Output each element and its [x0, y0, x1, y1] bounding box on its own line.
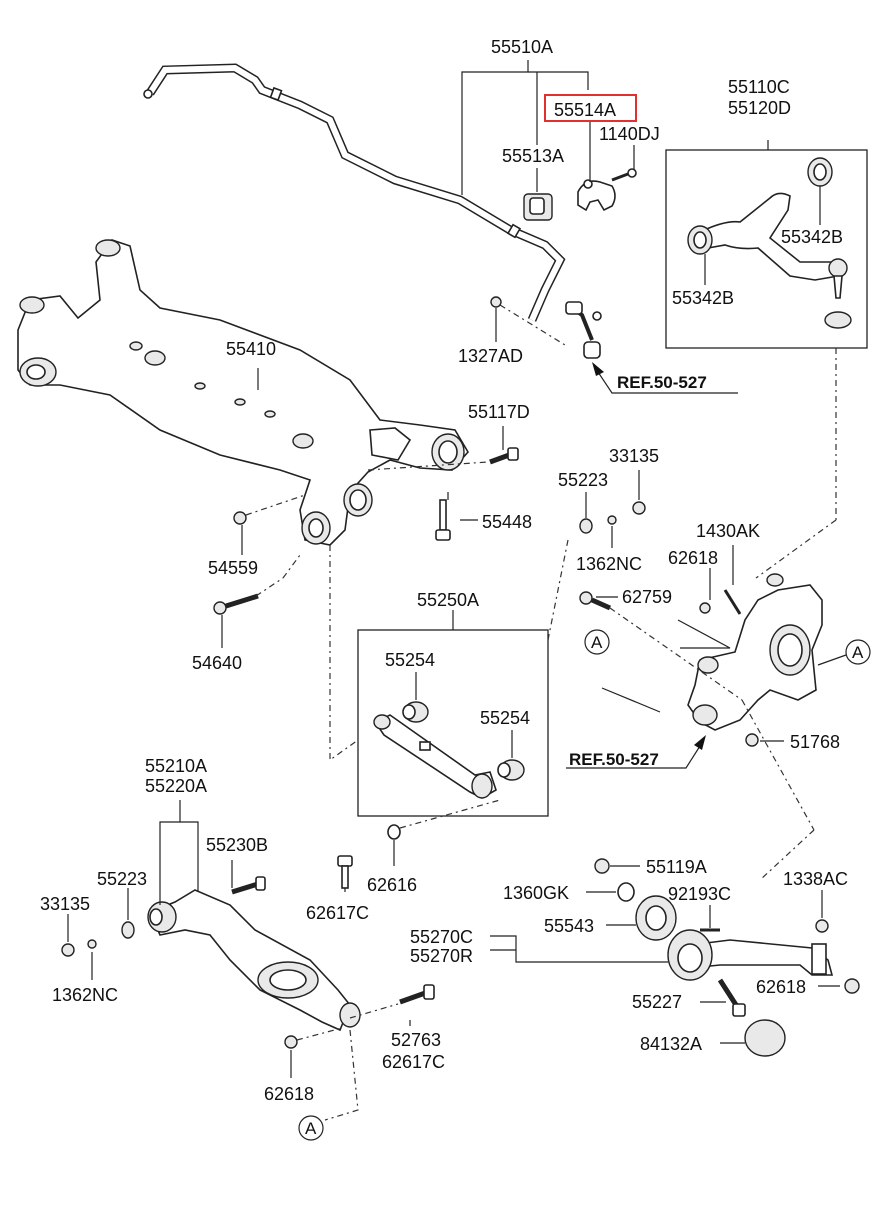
label-55448[interactable]: 55448 — [482, 512, 532, 532]
label-62618-trailing[interactable]: 62618 — [756, 977, 806, 997]
crossmember-subframe[interactable] — [17, 239, 469, 546]
leader-lines — [67, 60, 840, 1078]
bolt-62617c-upper[interactable] — [337, 855, 353, 889]
upper-control-arm[interactable] — [687, 157, 852, 329]
label-1362nc-upper[interactable]: 1362NC — [576, 554, 642, 574]
nut-62618-knuckle[interactable] — [699, 602, 711, 614]
label-62759[interactable]: 62759 — [622, 587, 672, 607]
label-55223-lower[interactable]: 55223 — [97, 869, 147, 889]
bolt-62759[interactable] — [579, 591, 612, 611]
washer-55223-lower[interactable] — [121, 921, 135, 939]
label-1430ak[interactable]: 1430AK — [696, 521, 760, 541]
label-62618-knuckle[interactable]: 62618 — [668, 548, 718, 568]
label-62616[interactable]: 62616 — [367, 875, 417, 895]
label-55250a[interactable]: 55250A — [417, 590, 479, 610]
label-84132a[interactable]: 84132A — [640, 1034, 702, 1054]
bushing-55254-b[interactable] — [497, 759, 525, 781]
circle-a-marker-bottom: A — [298, 1115, 324, 1141]
lateral-arm[interactable] — [373, 714, 497, 799]
label-62617c-upper[interactable]: 62617C — [306, 903, 369, 923]
label-51768[interactable]: 51768 — [790, 732, 840, 752]
label-55254-top[interactable]: 55254 — [385, 650, 435, 670]
label-54640[interactable]: 54640 — [192, 653, 242, 673]
bolt-55117d[interactable] — [489, 447, 519, 465]
nut-62618-lower[interactable] — [284, 1035, 298, 1049]
washer-55223-upper[interactable] — [579, 518, 593, 534]
label-55342b-right[interactable]: 55342B — [781, 227, 843, 247]
label-54559[interactable]: 54559 — [208, 558, 258, 578]
rear-knuckle[interactable] — [687, 573, 823, 731]
label-55120d[interactable]: 55120D — [728, 98, 791, 118]
label-55410[interactable]: 55410 — [226, 339, 276, 359]
stabilizer-link[interactable] — [565, 301, 602, 359]
nut-54559[interactable] — [233, 511, 247, 525]
nut-1362nc-upper[interactable] — [607, 515, 617, 525]
label-55230b[interactable]: 55230B — [206, 835, 268, 855]
label-55117d[interactable]: 55117D — [468, 402, 530, 422]
nut-1327ad[interactable] — [490, 296, 502, 308]
bolt-1430ak[interactable] — [723, 589, 742, 615]
bolt-55448[interactable] — [435, 499, 451, 541]
stabilizer-bushing[interactable] — [523, 193, 553, 221]
label-55210a[interactable]: 55210A — [145, 756, 207, 776]
lower-control-arm[interactable] — [147, 889, 361, 1032]
highlight-box — [544, 94, 637, 122]
washer-62616[interactable] — [387, 824, 401, 840]
svg-text:A: A — [305, 1119, 317, 1138]
stabilizer-bracket[interactable] — [577, 179, 616, 212]
label-55220a[interactable]: 55220A — [145, 776, 207, 796]
label-55514a[interactable]: 55514A — [554, 100, 616, 120]
label-ref-mid[interactable]: REF.50-527 — [569, 750, 659, 769]
label-55342b-left[interactable]: 55342B — [672, 288, 734, 308]
label-55119a[interactable]: 55119A — [646, 857, 707, 877]
label-92193c[interactable]: 92193C — [668, 884, 731, 904]
label-33135-upper[interactable]: 33135 — [609, 446, 659, 466]
label-55223-upper[interactable]: 55223 — [558, 470, 608, 490]
label-1327ad[interactable]: 1327AD — [458, 346, 523, 366]
label-1140dj[interactable]: 1140DJ — [599, 124, 660, 144]
nut-62618-trailing[interactable] — [844, 978, 860, 994]
nut-51768[interactable] — [745, 733, 759, 747]
ref-arrow-top — [592, 362, 738, 394]
label-55543[interactable]: 55543 — [544, 916, 594, 936]
label-55510a[interactable]: 55510A — [491, 37, 553, 57]
stabilizer-bar — [143, 63, 566, 322]
washer-1360gk[interactable] — [617, 882, 635, 902]
label-62617c-lower[interactable]: 62617C — [382, 1052, 445, 1072]
nut-55119a[interactable] — [594, 858, 610, 874]
nut-33135-lower[interactable] — [61, 943, 75, 957]
upper-arm-box — [665, 149, 868, 349]
svg-text:A: A — [591, 633, 603, 652]
circle-a-marker-left: A — [584, 629, 610, 655]
cap-84132a[interactable] — [744, 1019, 786, 1057]
bolt-55227[interactable] — [717, 978, 746, 1017]
nut-33135-upper[interactable] — [632, 501, 646, 515]
label-55227[interactable]: 55227 — [632, 992, 682, 1012]
label-55270c[interactable]: 55270C — [410, 927, 473, 947]
bushing-55543[interactable] — [635, 895, 677, 941]
trailing-arm[interactable] — [667, 929, 834, 981]
bushing-55254-a[interactable] — [402, 701, 429, 723]
ref-arrow-mid — [566, 735, 706, 769]
label-1338ac[interactable]: 1338AC — [783, 869, 848, 889]
label-55254-bottom[interactable]: 55254 — [480, 708, 530, 728]
label-52763[interactable]: 52763 — [391, 1030, 441, 1050]
label-62618-lower[interactable]: 62618 — [264, 1084, 314, 1104]
label-1362nc-lower[interactable]: 1362NC — [52, 985, 118, 1005]
svg-text:A: A — [852, 643, 864, 662]
circle-a-marker-right: A — [845, 639, 871, 665]
bolt-54640[interactable] — [213, 593, 259, 615]
nut-1338ac[interactable] — [815, 919, 829, 933]
nut-1362nc-lower[interactable] — [87, 939, 97, 949]
label-55110c[interactable]: 55110C — [728, 77, 790, 97]
label-55513a[interactable]: 55513A — [502, 146, 564, 166]
label-ref-top[interactable]: REF.50-527 — [617, 373, 707, 392]
bolt-52763[interactable] — [399, 984, 435, 1005]
label-55270r[interactable]: 55270R — [410, 946, 473, 966]
label-33135-lower[interactable]: 33135 — [40, 894, 90, 914]
bolt-55230b[interactable] — [231, 876, 266, 895]
label-1360gk[interactable]: 1360GK — [503, 883, 569, 903]
bolt-1140dj[interactable] — [611, 168, 637, 182]
